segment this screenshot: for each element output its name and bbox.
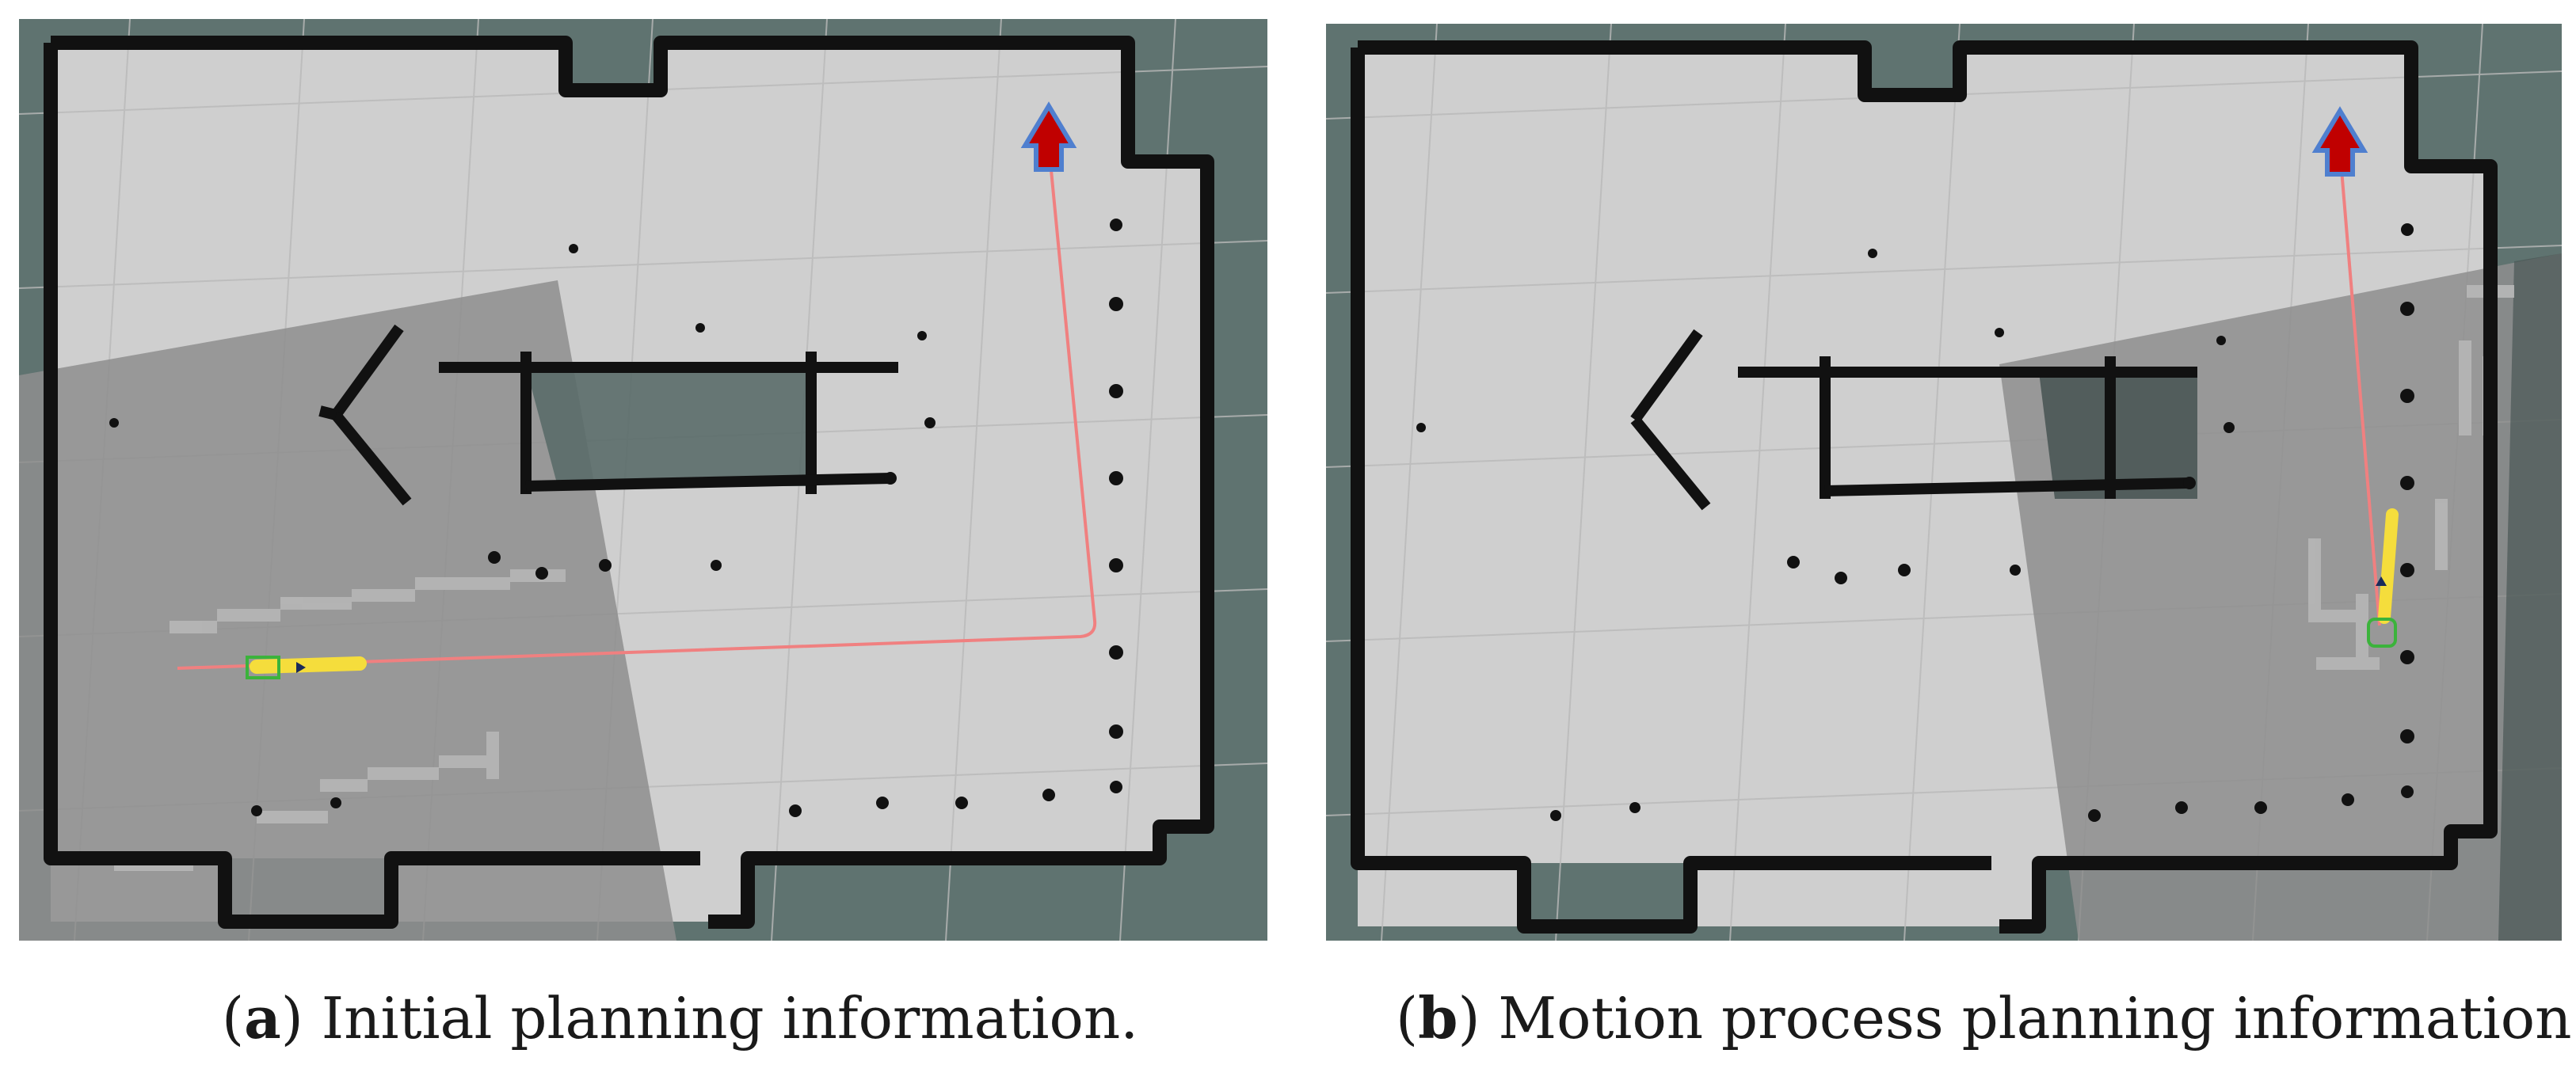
caption-b-text: Motion process planning information. xyxy=(1498,985,2576,1051)
costmap-dark-region xyxy=(2039,372,2197,499)
goal-arrow-icon xyxy=(2311,106,2368,177)
local-path xyxy=(2378,508,2399,624)
scattered-obstacles xyxy=(1416,223,2414,822)
robot-heading-icon xyxy=(296,662,306,673)
robot-heading-icon xyxy=(2376,576,2387,586)
local-costmap xyxy=(19,280,676,941)
map-panel-a xyxy=(19,19,1267,941)
walls xyxy=(1351,40,2498,934)
caption-a-label: a xyxy=(244,984,281,1051)
caption-b: (b) Motion process planning information. xyxy=(1396,990,2576,1048)
caption-a: (a) Initial planning information. xyxy=(222,984,1139,1051)
walls xyxy=(44,36,1214,929)
costmap-inflation xyxy=(114,569,566,871)
costmap-dark-region xyxy=(526,367,811,486)
map-panel-b xyxy=(1326,24,2562,941)
shelves xyxy=(318,324,898,506)
caption-a-text: Initial planning information. xyxy=(321,985,1139,1051)
costmap-dark-edge xyxy=(2498,253,2562,941)
goal-arrow-icon xyxy=(1020,101,1077,172)
global-path xyxy=(177,145,1097,670)
shelves xyxy=(1630,329,2197,511)
robot-footprint-icon xyxy=(2367,618,2397,648)
scattered-obstacles xyxy=(109,219,1123,817)
global-path xyxy=(2338,150,2381,626)
local-path xyxy=(250,656,367,674)
caption-b-label: b xyxy=(1418,984,1458,1051)
robot-footprint-icon xyxy=(246,656,280,679)
